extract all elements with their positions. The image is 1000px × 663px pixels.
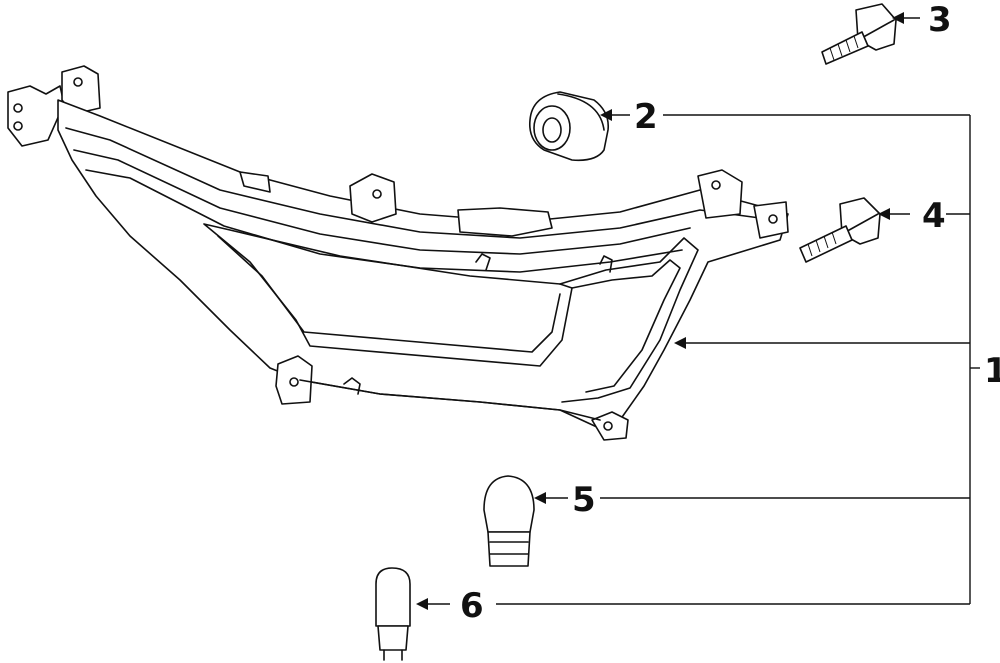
arrow-4 (878, 208, 890, 220)
callout-lines (418, 17, 980, 605)
bushing-part[interactable] (528, 91, 610, 162)
bulb-5-part[interactable] (483, 475, 535, 567)
bulb-6-part[interactable] (375, 567, 411, 661)
callout-label-4: 4 (922, 196, 946, 236)
arrow-5 (534, 492, 546, 504)
callout-label-5: 5 (572, 480, 596, 520)
screw-3-part[interactable] (821, 3, 897, 65)
screw-4-part[interactable] (799, 197, 881, 263)
callout-label-6: 6 (460, 586, 484, 626)
callout-label-2: 2 (634, 97, 658, 137)
callout-arrows (416, 12, 904, 610)
lamp-housing-part[interactable] (7, 65, 789, 441)
callout-label-1: 1 (984, 351, 1000, 391)
callout-labels: 1 2 3 4 5 6 (460, 0, 1000, 626)
arrow-3 (892, 12, 904, 24)
callout-label-3: 3 (928, 0, 952, 40)
arrow-1 (674, 337, 686, 349)
arrow-6 (416, 598, 428, 610)
arrow-2 (600, 109, 612, 121)
